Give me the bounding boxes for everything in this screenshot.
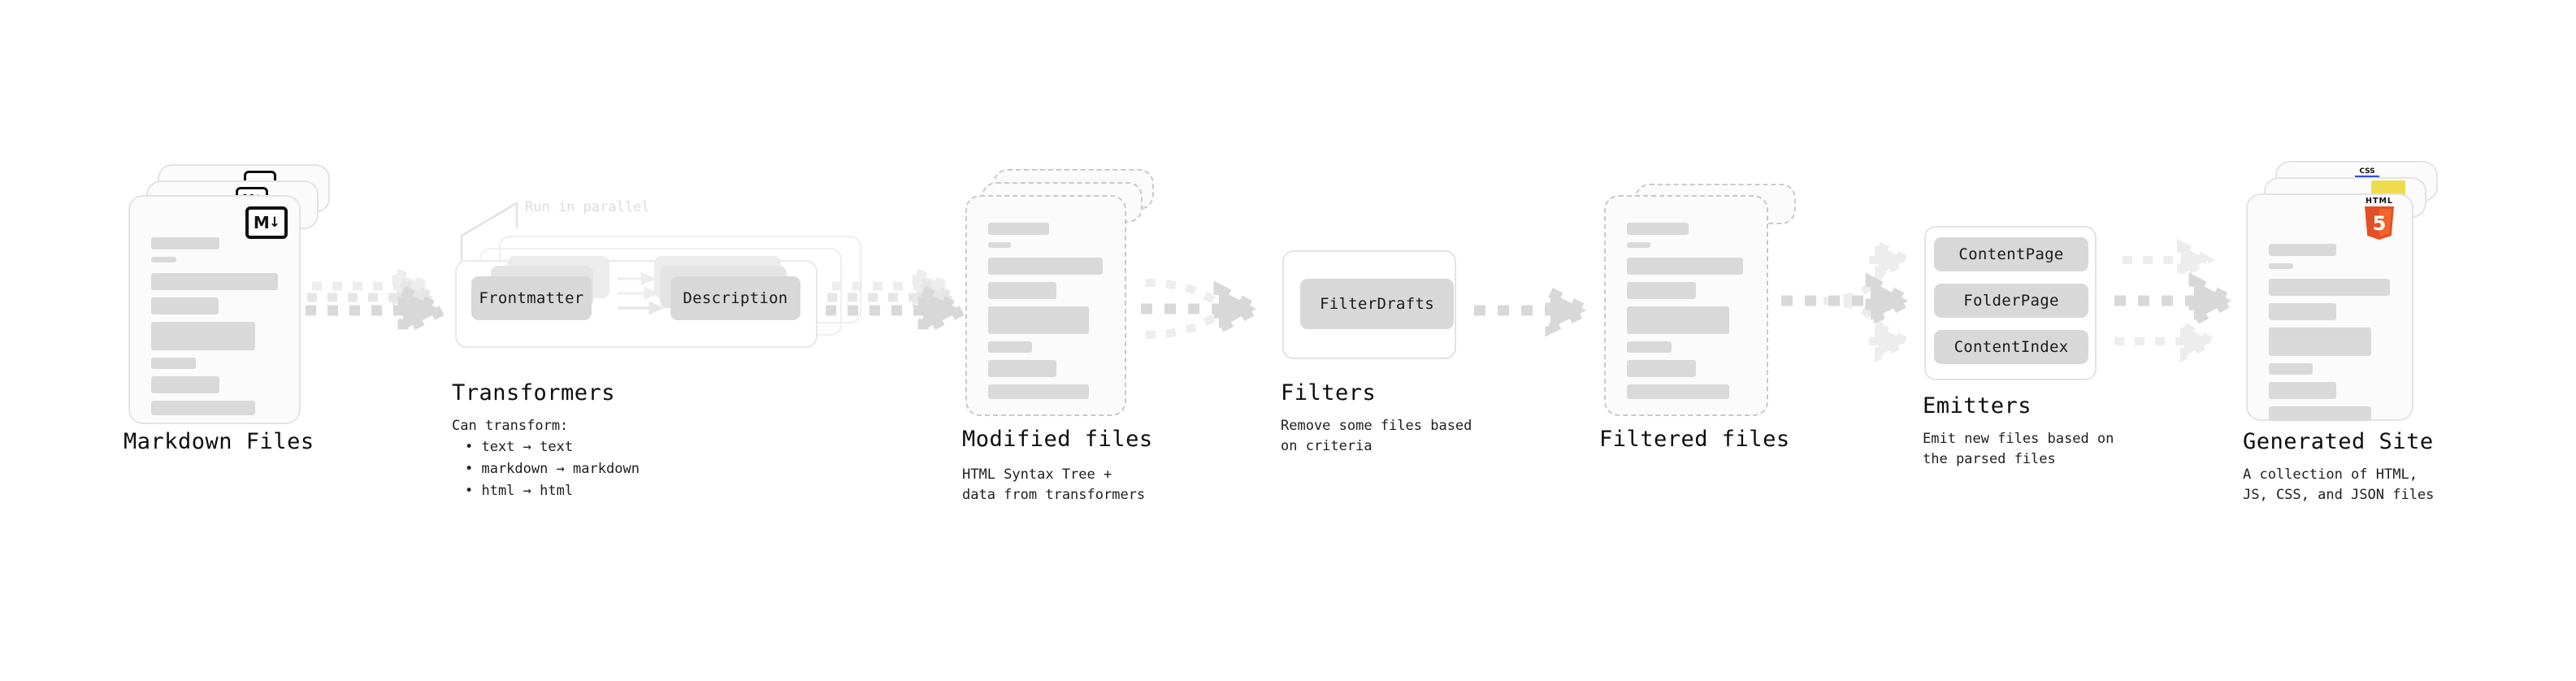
arrow-emitters-to-site bbox=[2114, 238, 2244, 363]
site-card-content bbox=[2269, 244, 2391, 428]
svg-text:CSS: CSS bbox=[2359, 167, 2374, 176]
markdown-files-title: Markdown Files bbox=[124, 429, 314, 454]
filtered-card-content bbox=[1627, 223, 1746, 406]
generated-site-title: Generated Site bbox=[2243, 429, 2434, 454]
arrow-filters-to-filtered bbox=[1474, 284, 1598, 337]
modified-files-title: Modified files bbox=[962, 427, 1153, 452]
arrow-modified-to-filters bbox=[1141, 279, 1268, 339]
emitters-title: Emitters bbox=[1923, 393, 2032, 419]
run-in-parallel-bracket bbox=[460, 202, 518, 262]
transformers-subtitle: Can transform: bbox=[452, 418, 569, 434]
transformers-bullet-0: • text → text bbox=[465, 439, 574, 455]
filters-subtitle: Remove some files based on criteria bbox=[1281, 418, 1472, 454]
filter-pill-filterdrafts[interactable]: FilterDrafts bbox=[1300, 279, 1454, 329]
svg-text:HTML: HTML bbox=[2366, 197, 2393, 206]
markdown-card: M↓ bbox=[128, 195, 301, 424]
transformer-pill-frontmatter[interactable]: Frontmatter bbox=[471, 276, 592, 320]
generated-site-subtitle: A collection of HTML, JS, CSS, and JSON … bbox=[2243, 466, 2435, 503]
modified-files-subtitle: HTML Syntax Tree + data from transformer… bbox=[962, 466, 1146, 503]
markdown-icon: M↓ bbox=[245, 206, 288, 239]
filters-title: Filters bbox=[1281, 380, 1377, 406]
transformers-bullet-2: • html → html bbox=[465, 483, 574, 499]
transformers-title: Transformers bbox=[452, 380, 616, 406]
arrow-filtered-to-emitters bbox=[1781, 238, 1920, 363]
transformer-pill-description[interactable]: Description bbox=[670, 276, 800, 320]
svg-text:5: 5 bbox=[2373, 212, 2387, 235]
emitter-pill-contentindex[interactable]: ContentIndex bbox=[1934, 330, 2088, 364]
transformer-inner-arrows bbox=[618, 271, 665, 315]
modified-card bbox=[965, 195, 1126, 416]
emitter-pill-folderpage[interactable]: FolderPage bbox=[1934, 284, 2088, 318]
markdown-card-content bbox=[151, 237, 278, 423]
run-in-parallel-label: Run in parallel bbox=[525, 199, 650, 215]
transformers-bullet-1: • markdown → markdown bbox=[465, 461, 640, 477]
modified-card-content bbox=[988, 223, 1104, 406]
arrow-transformers-to-modified bbox=[826, 266, 974, 339]
arrow-markdown-to-transformers bbox=[306, 266, 454, 339]
filtered-files-title: Filtered files bbox=[1599, 427, 1790, 452]
filtered-card bbox=[1604, 195, 1768, 416]
emitters-subtitle: Emit new files based on the parsed files bbox=[1923, 431, 2114, 467]
emitter-pill-contentpage[interactable]: ContentPage bbox=[1934, 237, 2088, 271]
html5-icon: HTML 5 bbox=[2365, 197, 2394, 240]
